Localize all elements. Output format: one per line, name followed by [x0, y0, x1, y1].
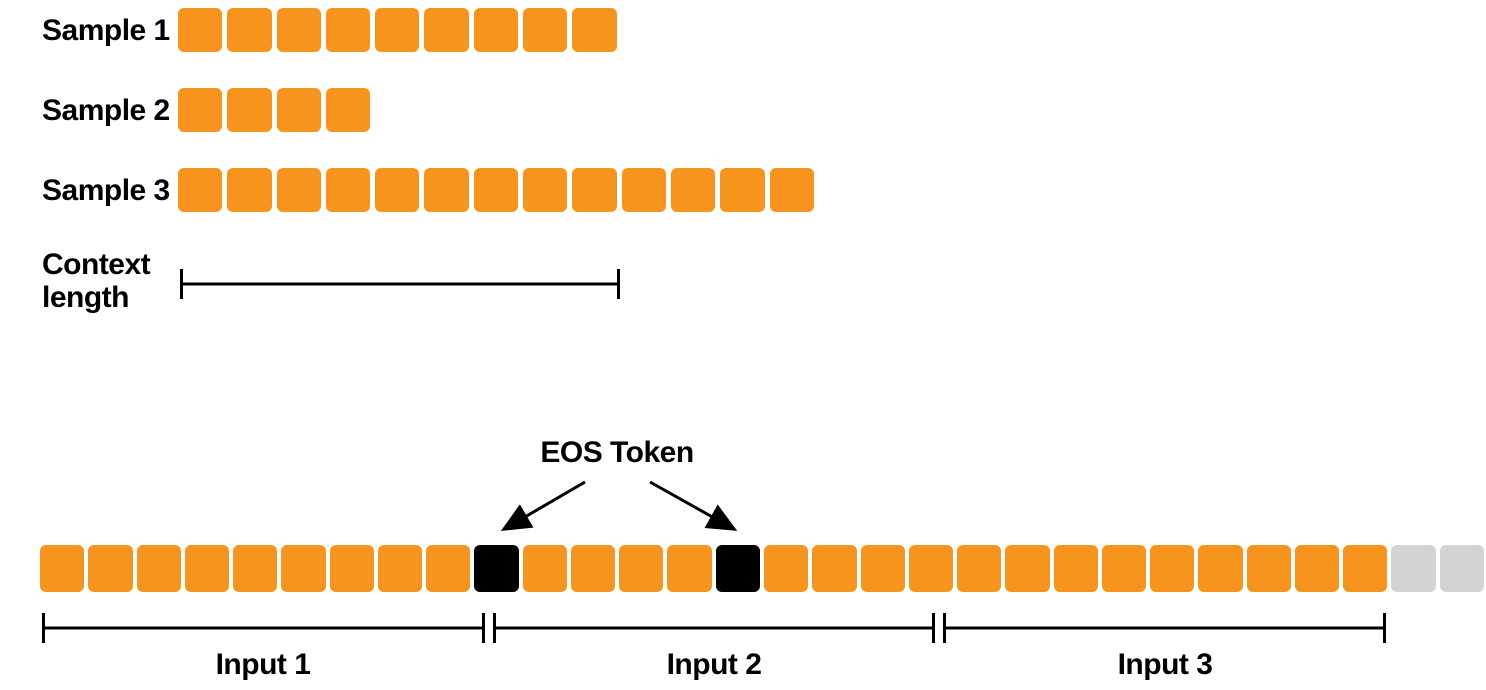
token-square [276, 88, 321, 133]
token-square [1294, 545, 1340, 592]
context-length-ruler [180, 269, 620, 299]
input-1-label: Input 1 [215, 648, 311, 681]
token-square [763, 545, 809, 592]
token-square [276, 168, 321, 213]
sample-1-token-strip [178, 8, 617, 53]
token-square [473, 8, 519, 53]
token-square [377, 545, 423, 592]
context-length-label-line1: Context [42, 248, 151, 281]
token-square [1005, 545, 1050, 592]
token-square [1101, 545, 1147, 592]
token-square [325, 168, 371, 213]
token-square [325, 88, 371, 133]
token-square [473, 168, 519, 213]
token-square [523, 168, 568, 213]
token-square [88, 545, 133, 592]
token-square [227, 168, 272, 213]
token-square [40, 545, 85, 592]
token-square [621, 168, 666, 213]
token-square [570, 545, 616, 592]
token-square [184, 545, 230, 592]
token-square [1053, 545, 1098, 592]
token-square [670, 168, 716, 213]
token-square [375, 8, 420, 53]
sample-3-label: Sample 3 [42, 174, 170, 207]
token-square [572, 8, 617, 53]
input-2-label: Input 2 [666, 648, 762, 681]
eos-token-label: EOS Token [540, 436, 694, 469]
token-square [720, 168, 765, 213]
token-square [1198, 545, 1243, 592]
token-square [667, 545, 712, 592]
eos-token-square [715, 545, 760, 592]
token-square [860, 545, 905, 592]
token-square [276, 8, 321, 53]
token-square [375, 168, 420, 213]
token-square [136, 545, 181, 592]
input-2-bracket [493, 613, 935, 643]
sample-3-token-strip [178, 168, 814, 213]
token-square [1343, 545, 1388, 592]
token-square [1150, 545, 1195, 592]
token-square [812, 545, 857, 592]
token-square [523, 8, 568, 53]
input-3-bracket [943, 613, 1386, 643]
token-square [424, 8, 469, 53]
context-length-label-line2: length [42, 281, 130, 314]
sample-2-token-strip [178, 88, 371, 133]
token-square [178, 8, 223, 53]
token-square [233, 545, 278, 592]
token-square [908, 545, 954, 592]
token-square [178, 168, 223, 213]
input-1-bracket [42, 613, 485, 643]
sample-2-label: Sample 2 [42, 94, 170, 127]
token-square [957, 545, 1002, 592]
token-square [424, 168, 469, 213]
token-square [325, 8, 371, 53]
token-square [178, 88, 223, 133]
eos-arrow-right [649, 480, 738, 531]
eos-arrow-left [500, 480, 586, 532]
token-square [227, 88, 272, 133]
token-square [572, 168, 617, 213]
token-square [522, 545, 567, 592]
token-square [281, 545, 326, 592]
token-square [426, 545, 471, 592]
token-square [769, 168, 814, 213]
token-square [329, 545, 374, 592]
packed-sequence-row [40, 545, 1484, 592]
context-length-label: Context length [42, 248, 151, 314]
token-square [227, 8, 272, 53]
eos-token-square [474, 545, 519, 592]
token-square [619, 545, 664, 592]
padding-square [1391, 545, 1436, 592]
token-square [1246, 545, 1291, 592]
sample-1-label: Sample 1 [42, 14, 170, 47]
padding-square [1439, 545, 1484, 592]
input-3-label: Input 3 [1117, 648, 1213, 681]
